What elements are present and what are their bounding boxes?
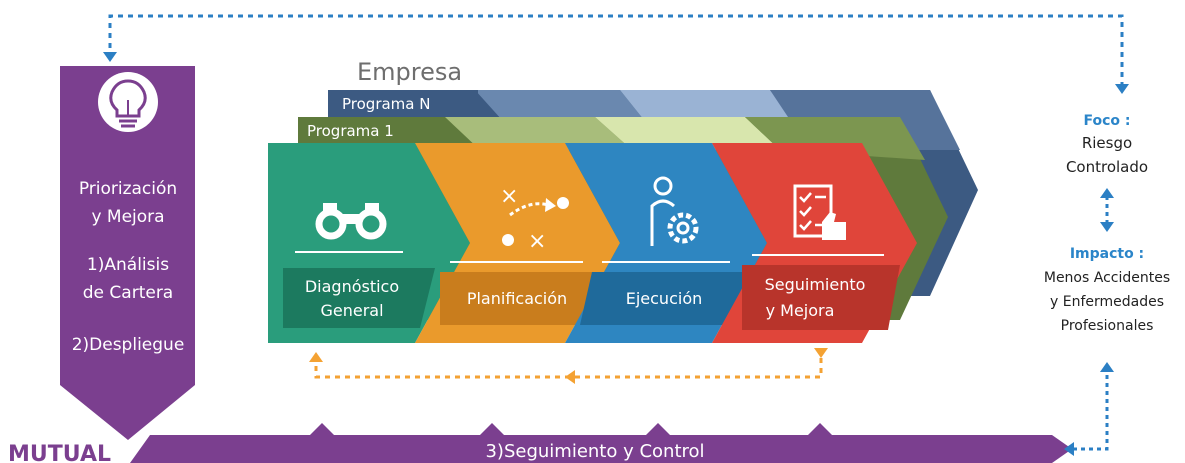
stage-diagnostico: Diagnóstico General bbox=[268, 143, 470, 343]
left-panel: Priorización y Mejora 1)Análisis de Cart… bbox=[60, 66, 195, 440]
left-title-line1: Priorización bbox=[79, 179, 177, 199]
left-item2: 2)Despliegue bbox=[72, 335, 185, 355]
bottom-bar-label: 3)Seguimiento y Control bbox=[485, 441, 704, 462]
strategy-play-icon: × × bbox=[500, 184, 569, 254]
impacto-line3: Profesionales bbox=[1061, 318, 1154, 334]
impacto-line2: y Enfermedades bbox=[1050, 294, 1164, 310]
checklist-icon bbox=[793, 184, 846, 240]
top-feedback-loop bbox=[103, 14, 1129, 94]
stage-ejecucion: Ejecución bbox=[565, 143, 767, 343]
brand-logo: MUTUAL bbox=[8, 442, 111, 463]
left-item1-line2: de Cartera bbox=[83, 283, 173, 303]
foco-line1: Riesgo bbox=[1082, 134, 1132, 152]
stage-diagnostico-line1: Diagnóstico bbox=[305, 277, 399, 296]
company-label: Empresa bbox=[357, 58, 462, 86]
svg-text:×: × bbox=[500, 184, 518, 209]
program-n-label: Programa N bbox=[342, 95, 430, 113]
left-title-line2: y Mejora bbox=[91, 207, 164, 227]
program-1-label: Programa 1 bbox=[307, 122, 394, 140]
stage-planificacion: × × Planificación bbox=[415, 143, 620, 343]
left-item1-line1: 1)Análisis bbox=[87, 255, 169, 275]
svg-text:×: × bbox=[528, 229, 546, 254]
bottom-bar: 3)Seguimiento y Control bbox=[130, 423, 1072, 463]
lightbulb-icon bbox=[98, 72, 158, 132]
foco-line2: Controlado bbox=[1066, 158, 1148, 176]
stage-diagnostico-line2: General bbox=[320, 301, 383, 320]
worker-gear-icon bbox=[650, 176, 699, 246]
binoculars-icon bbox=[315, 203, 387, 240]
stage-seguimiento-line2: y Mejora bbox=[766, 301, 835, 320]
foco-label: Foco : bbox=[1083, 113, 1130, 129]
impacto-line1: Menos Accidentes bbox=[1044, 270, 1170, 286]
orange-feedback-loop bbox=[309, 348, 828, 384]
impacto-label: Impacto : bbox=[1070, 246, 1144, 262]
stage-seguimiento-line1: Seguimiento bbox=[765, 275, 866, 294]
stage-planificacion-label: Planificación bbox=[467, 289, 567, 308]
stage-ejecucion-label: Ejecución bbox=[626, 289, 703, 308]
right-panel: Foco : Riesgo Controlado Impacto : Menos… bbox=[1044, 113, 1170, 334]
stage-seguimiento: Seguimiento y Mejora bbox=[712, 143, 917, 343]
right-connectors bbox=[1064, 188, 1114, 456]
